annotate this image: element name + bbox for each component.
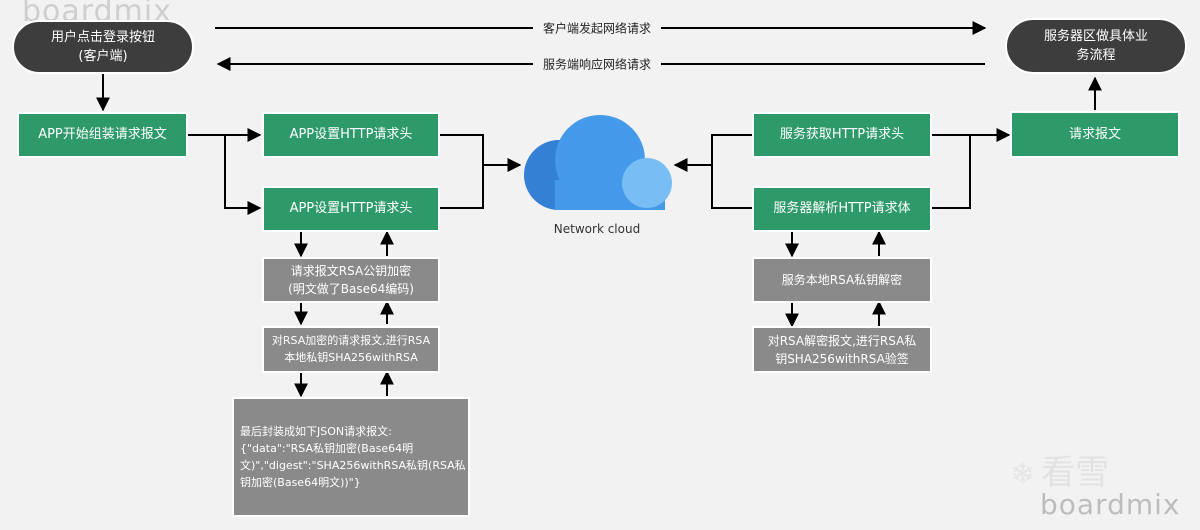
verify-node[interactable]: 对RSA解密报文,进行RSA私 钥SHA256withRSA验签 (752, 326, 932, 373)
decrypt-node[interactable]: 服务本地RSA私钥解密 (752, 257, 932, 303)
headers-to-cloud-connector (440, 134, 484, 209)
snowflake-icon: ❄ (1010, 457, 1036, 492)
response-label: 服务端响应网络请求 (532, 55, 662, 73)
header-node-2[interactable]: APP设置HTTP请求头 (262, 186, 440, 232)
parse-body-node[interactable]: 服务器解析HTTP请求体 (752, 186, 932, 232)
start-node[interactable]: 用户点击登录按钮 (客户端) (12, 20, 194, 74)
get-header-node[interactable]: 服务获取HTTP请求头 (752, 112, 932, 158)
json-node[interactable]: 最后封装成如下JSON请求报文: {"data":"RSA私钥加密(Base64… (232, 397, 470, 517)
assemble-to-header2-arrow (224, 135, 262, 215)
header-node-1[interactable]: APP设置HTTP请求头 (262, 112, 440, 158)
server-to-message-connector (932, 134, 971, 209)
watermark-logo: ❄看雪 (1010, 453, 1110, 493)
server-to-cloud-connector (711, 134, 752, 209)
request-message-node[interactable]: 请求报文 (1010, 111, 1180, 158)
encrypt-node[interactable]: 请求报文RSA公钥加密 (明文做了Base64编码) (262, 257, 440, 303)
request-label: 客户端发起网络请求 (532, 19, 662, 37)
sign-node[interactable]: 对RSA加密的请求报文,进行RSA 本地私钥SHA256withRSA (262, 326, 440, 373)
watermark-bottom: boardmix (1040, 488, 1181, 521)
network-caption: Network cloud (553, 222, 641, 236)
assemble-node[interactable]: APP开始组装请求报文 (17, 112, 188, 158)
cloud-icon (524, 115, 672, 210)
business-node[interactable]: 服务器区做具体业 务流程 (1005, 18, 1187, 74)
